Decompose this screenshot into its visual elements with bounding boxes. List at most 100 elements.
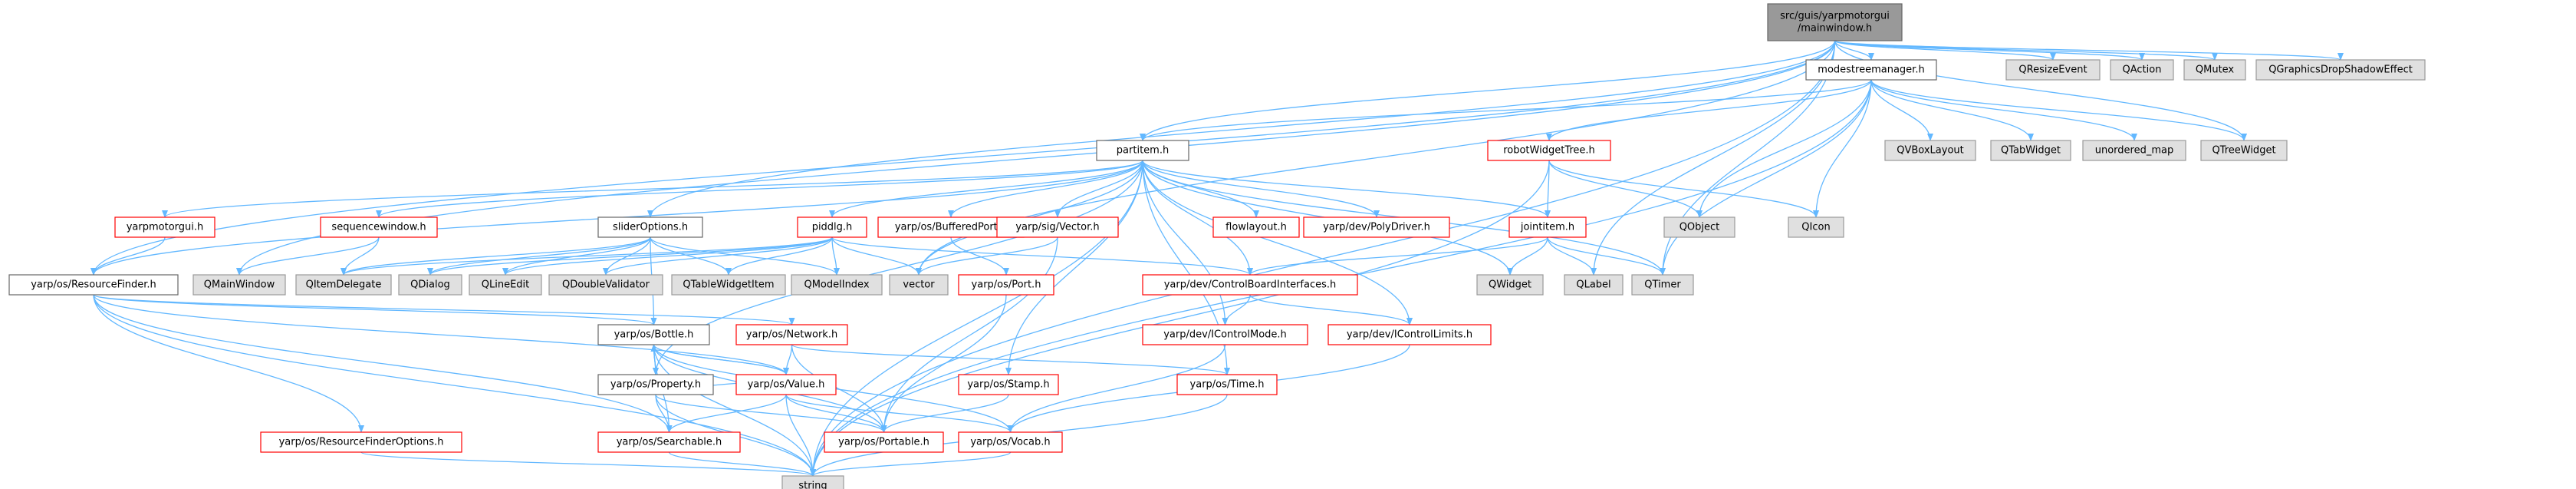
node-stamp[interactable]: yarp/os/Stamp.h xyxy=(958,374,1059,395)
edge-resourcefinder-to-resourcefinderoptions xyxy=(93,294,364,433)
node-modestreemanager[interactable]: modestreemanager.h xyxy=(1805,59,1937,81)
edge-resourcefinder-to-value xyxy=(93,294,789,375)
node-qitemdelegate-label: QItemDelegate xyxy=(306,279,382,291)
node-qmodelindex-label: QModelIndex xyxy=(804,279,869,291)
node-sequencewindow-box xyxy=(320,216,438,238)
edge-root-to-partitem xyxy=(1140,40,1836,141)
node-jointitem-box xyxy=(1508,216,1587,238)
node-root[interactable]: src/guis/yarpmotorgui/mainwindow.h xyxy=(1767,3,1903,41)
node-property[interactable]: yarp/os/Property.h xyxy=(597,374,714,395)
node-root-label: /mainwindow.h xyxy=(1798,23,1872,35)
node-controlboardinterfaces-box xyxy=(1142,274,1358,296)
node-qtabwidget: QTabWidget xyxy=(1990,140,2071,161)
node-qlabel-box xyxy=(1564,274,1624,296)
node-string-box xyxy=(781,475,844,489)
node-qlabel: QLabel xyxy=(1564,274,1624,296)
node-icontrolmode[interactable]: yarp/dev/IControlMode.h xyxy=(1142,324,1308,345)
node-network-label: yarp/os/Network.h xyxy=(746,329,837,341)
node-qresizeevent: QResizeEvent xyxy=(2005,59,2101,81)
node-resourcefinder[interactable]: yarp/os/ResourceFinder.h xyxy=(8,274,179,296)
node-qlabel-label: QLabel xyxy=(1576,279,1610,291)
node-controlboardinterfaces[interactable]: yarp/dev/ControlBoardInterfaces.h xyxy=(1142,274,1358,296)
edge-jointitem-to-qtimer xyxy=(1547,236,1666,276)
edge-root-to-qmutex xyxy=(1834,40,2218,61)
node-qitemdelegate-box xyxy=(295,274,392,296)
node-vector: vector xyxy=(889,274,949,296)
edge-network-to-value xyxy=(783,344,793,375)
edge-partitem-to-bufferedport xyxy=(948,160,1143,218)
edge-partitem-to-controlboardinterfaces xyxy=(1142,160,1253,276)
node-qwidget-box xyxy=(1476,274,1544,296)
node-qmutex-label: QMutex xyxy=(2196,64,2235,76)
node-flowlayout[interactable]: flowlayout.h xyxy=(1212,216,1300,238)
node-robotwidgettree[interactable]: robotWidgetTree.h xyxy=(1487,140,1611,161)
node-qtabwidget-label: QTabWidget xyxy=(2001,145,2061,157)
edge-root-to-qresizeevent xyxy=(1834,40,2056,61)
edge-jointitem-to-qlabel xyxy=(1547,236,1597,276)
node-searchable-label: yarp/os/Searchable.h xyxy=(617,437,722,448)
node-polydriver[interactable]: yarp/dev/PolyDriver.h xyxy=(1303,216,1450,238)
edge-robotwidgettree-to-qicon xyxy=(1548,160,1819,218)
node-vocab[interactable]: yarp/os/Vocab.h xyxy=(958,431,1063,453)
edge-stamp-to-portable xyxy=(880,394,1009,433)
node-qobject-label: QObject xyxy=(1679,222,1720,233)
edge-modestreemanager-to-qtimer xyxy=(1660,79,1872,276)
node-sigvector[interactable]: yarp/sig/Vector.h xyxy=(996,216,1119,238)
node-jointitem[interactable]: jointitem.h xyxy=(1508,216,1587,238)
dependency-edges xyxy=(90,40,2344,477)
node-polydriver-label: yarp/dev/PolyDriver.h xyxy=(1323,222,1430,233)
node-yarpmotorgui-box xyxy=(114,216,215,238)
node-time-label: yarp/os/Time.h xyxy=(1190,379,1265,391)
node-sequencewindow[interactable]: sequencewindow.h xyxy=(320,216,438,238)
edge-root-to-qgraphicsdropshadoweffect xyxy=(1834,40,2344,61)
node-qlineedit: QLineEdit xyxy=(469,274,542,296)
edge-sigvector-to-portable xyxy=(880,236,1058,433)
node-yarpmotorgui[interactable]: yarpmotorgui.h xyxy=(114,216,215,238)
node-time[interactable]: yarp/os/Time.h xyxy=(1176,374,1278,395)
file-nodes: src/guis/yarpmotorgui/mainwindow.h modest… xyxy=(8,3,2426,489)
edge-piddlg-to-vector xyxy=(831,236,922,276)
node-slideroptions-label: sliderOptions.h xyxy=(613,222,688,233)
node-searchable[interactable]: yarp/os/Searchable.h xyxy=(597,431,741,453)
node-qdoublevalidator: QDoubleValidator xyxy=(548,274,663,296)
node-network[interactable]: yarp/os/Network.h xyxy=(735,324,848,345)
node-vector-box xyxy=(889,274,949,296)
node-qtreewidget-box xyxy=(2200,140,2288,161)
node-qmainwindow-box xyxy=(192,274,286,296)
node-partitem[interactable]: partitem.h xyxy=(1096,140,1189,161)
edge-root-to-modestreemanager xyxy=(1834,40,1874,61)
node-piddlg[interactable]: piddlg.h xyxy=(797,216,867,238)
node-qobject-box xyxy=(1663,216,1735,238)
node-resourcefinderoptions[interactable]: yarp/os/ResourceFinderOptions.h xyxy=(260,431,462,453)
node-partitem-box xyxy=(1096,140,1189,161)
edge-partitem-to-icontrolmode xyxy=(1142,160,1229,325)
edge-piddlg-to-qtablewidgetitem xyxy=(725,236,833,276)
node-portable[interactable]: yarp/os/Portable.h xyxy=(824,431,944,453)
node-qmodelindex: QModelIndex xyxy=(791,274,883,296)
node-qtimer: QTimer xyxy=(1631,274,1694,296)
edge-value-to-searchable xyxy=(666,394,787,433)
node-vector-label: vector xyxy=(903,279,935,291)
node-icontrollimits[interactable]: yarp/dev/IControlLimits.h xyxy=(1327,324,1492,345)
node-bottle[interactable]: yarp/os/Bottle.h xyxy=(597,324,710,345)
edge-piddlg-to-qdoublevalidator xyxy=(603,236,833,276)
node-icontrollimits-label: yarp/dev/IControlLimits.h xyxy=(1347,329,1472,341)
node-vocab-label: yarp/os/Vocab.h xyxy=(970,437,1050,448)
edge-modestreemanager-to-partitem xyxy=(1140,79,1872,141)
node-controlboardinterfaces-label: yarp/dev/ControlBoardInterfaces.h xyxy=(1164,279,1337,291)
node-qmainwindow-label: QMainWindow xyxy=(204,279,275,291)
node-slideroptions[interactable]: sliderOptions.h xyxy=(597,216,703,238)
node-value[interactable]: yarp/os/Value.h xyxy=(735,374,837,395)
node-portable-box xyxy=(824,431,944,453)
node-qicon-label: QIcon xyxy=(1801,222,1830,233)
edge-robotwidgettree-to-qobject xyxy=(1548,160,1703,218)
edge-partitem-to-property xyxy=(653,160,1143,375)
node-qtabwidget-box xyxy=(1990,140,2071,161)
edge-value-to-bottle xyxy=(650,344,787,375)
node-polydriver-box xyxy=(1303,216,1450,238)
node-port[interactable]: yarp/os/Port.h xyxy=(958,274,1054,296)
node-qlineedit-box xyxy=(469,274,542,296)
node-resourcefinderoptions-box xyxy=(260,431,462,453)
node-qtreewidget: QTreeWidget xyxy=(2200,140,2288,161)
